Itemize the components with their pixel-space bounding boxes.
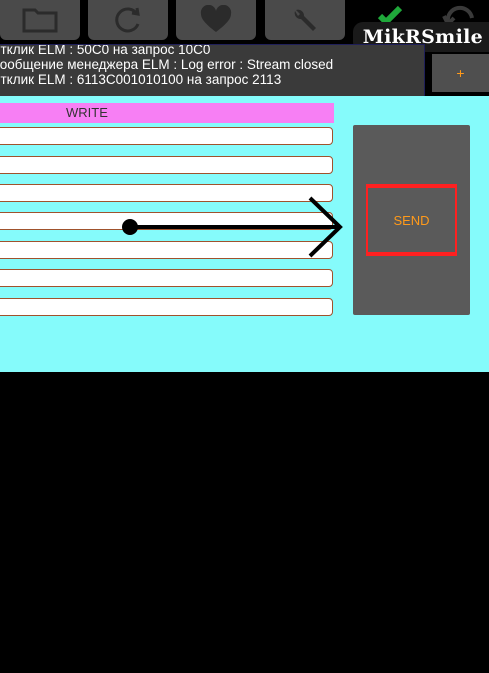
log-line: Отклик ELM : 6113C001010100 на запрос 21… xyxy=(0,72,282,87)
log-line: Сообщение менеджера ELM : Log error : St… xyxy=(0,57,334,72)
add-button[interactable]: + xyxy=(432,54,489,92)
write-field-5[interactable] xyxy=(0,241,333,259)
heart-icon xyxy=(200,5,232,32)
folder-icon xyxy=(22,8,58,33)
write-header: WRITE xyxy=(0,103,334,123)
write-field-7[interactable] xyxy=(0,298,333,316)
refresh-button[interactable] xyxy=(88,0,168,40)
folder-button[interactable] xyxy=(0,0,80,40)
write-field-6[interactable] xyxy=(0,269,333,287)
send-button[interactable]: SEND xyxy=(366,184,457,256)
settings-button[interactable] xyxy=(265,0,345,40)
log-line: Отклик ELM : 50C0 на запрос 10C0 xyxy=(0,44,211,57)
wrench-icon xyxy=(294,9,316,31)
write-panel: WRITE SEND xyxy=(0,96,489,372)
write-field-3[interactable] xyxy=(0,184,333,202)
refresh-icon xyxy=(115,7,140,33)
send-panel: SEND xyxy=(353,125,470,315)
favorite-button[interactable] xyxy=(176,0,256,40)
write-field-4[interactable] xyxy=(0,212,333,230)
write-field-2[interactable] xyxy=(0,156,333,174)
write-field-1[interactable] xyxy=(0,127,333,145)
write-header-label: WRITE xyxy=(66,105,108,120)
elm-log: Отклик ELM : 50C0 на запрос 10C0 Сообщен… xyxy=(0,44,425,98)
